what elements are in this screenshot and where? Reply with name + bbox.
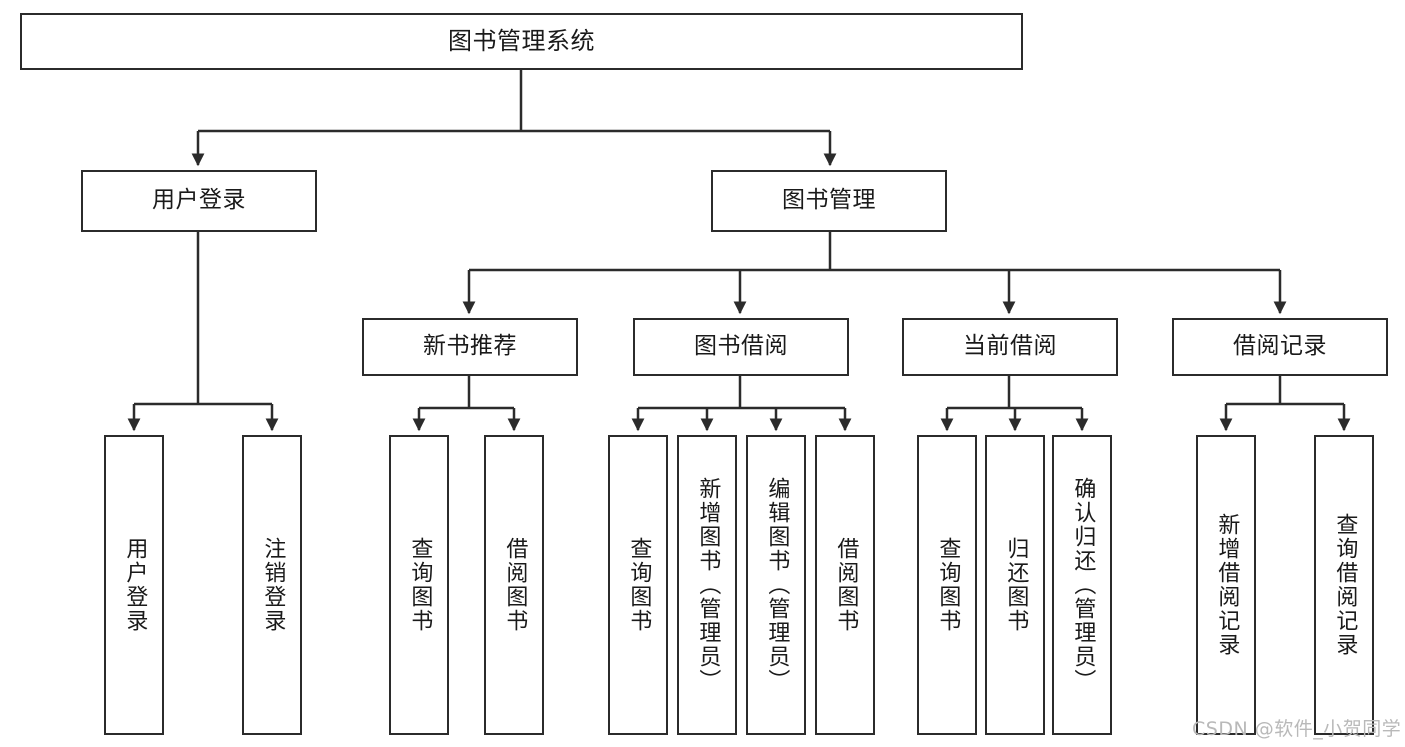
node-leaf-confirm-return[interactable]: 确认归还（管理员） (1052, 435, 1112, 735)
node-leaf-user-login[interactable]: 用户登录 (104, 435, 164, 735)
edge-group-book-borrow (631, 376, 852, 432)
node-leaf-return-book[interactable]: 归还图书 (985, 435, 1045, 735)
node-book-borrow-label: 图书借阅 (694, 333, 788, 360)
edge-group-book-manage (462, 232, 1287, 315)
node-leaf-add-book[interactable]: 新增图书（管理员） (677, 435, 737, 735)
node-leaf-user-login-label: 用户登录 (122, 537, 148, 633)
node-leaf-user-logout[interactable]: 注销登录 (242, 435, 302, 735)
node-leaf-query-book-cur[interactable]: 查询图书 (917, 435, 977, 735)
node-new-book-rec-label: 新书推荐 (423, 333, 517, 360)
node-book-borrow[interactable]: 图书借阅 (633, 318, 849, 376)
node-book-manage-label: 图书管理 (782, 187, 876, 214)
node-root-label: 图书管理系统 (448, 27, 595, 56)
node-leaf-user-logout-label: 注销登录 (260, 537, 286, 633)
node-leaf-query-book-label: 查询图书 (626, 537, 652, 633)
node-current-borrow[interactable]: 当前借阅 (902, 318, 1118, 376)
csdn-watermark: CSDN @软件_小贺同学 (1192, 718, 1402, 740)
node-leaf-add-book-label: 新增图书（管理员） (695, 477, 721, 693)
node-borrow-record-label: 借阅记录 (1233, 333, 1327, 360)
node-leaf-edit-book-label: 编辑图书（管理员） (764, 477, 790, 693)
node-leaf-borrow-book[interactable]: 借阅图书 (815, 435, 875, 735)
node-user-login-label: 用户登录 (152, 187, 246, 214)
node-new-book-rec[interactable]: 新书推荐 (362, 318, 578, 376)
node-current-borrow-label: 当前借阅 (963, 333, 1057, 360)
edge-group-borrow-record (1219, 376, 1351, 432)
edge-group-current-borrow (940, 376, 1089, 432)
edge-group-root (191, 70, 837, 167)
node-leaf-query-book-rec[interactable]: 查询图书 (389, 435, 449, 735)
node-leaf-query-record[interactable]: 查询借阅记录 (1314, 435, 1374, 735)
node-leaf-edit-book[interactable]: 编辑图书（管理员） (746, 435, 806, 735)
node-leaf-query-book[interactable]: 查询图书 (608, 435, 668, 735)
node-leaf-confirm-return-label: 确认归还（管理员） (1070, 477, 1096, 693)
node-leaf-add-record-label: 新增借阅记录 (1214, 513, 1240, 657)
edge-group-new-book-rec (412, 376, 521, 432)
node-leaf-query-book-cur-label: 查询图书 (935, 537, 961, 633)
node-leaf-return-book-label: 归还图书 (1003, 537, 1029, 633)
node-leaf-add-record[interactable]: 新增借阅记录 (1196, 435, 1256, 735)
node-leaf-query-record-label: 查询借阅记录 (1332, 513, 1358, 657)
node-borrow-record[interactable]: 借阅记录 (1172, 318, 1388, 376)
node-leaf-borrow-book-rec[interactable]: 借阅图书 (484, 435, 544, 735)
edge-group-user-login (127, 232, 279, 432)
node-leaf-query-book-rec-label: 查询图书 (407, 537, 433, 633)
node-leaf-borrow-book-label: 借阅图书 (833, 537, 859, 633)
node-user-login[interactable]: 用户登录 (81, 170, 317, 232)
node-leaf-borrow-book-rec-label: 借阅图书 (502, 537, 528, 633)
node-root[interactable]: 图书管理系统 (20, 13, 1023, 70)
node-book-manage[interactable]: 图书管理 (711, 170, 947, 232)
